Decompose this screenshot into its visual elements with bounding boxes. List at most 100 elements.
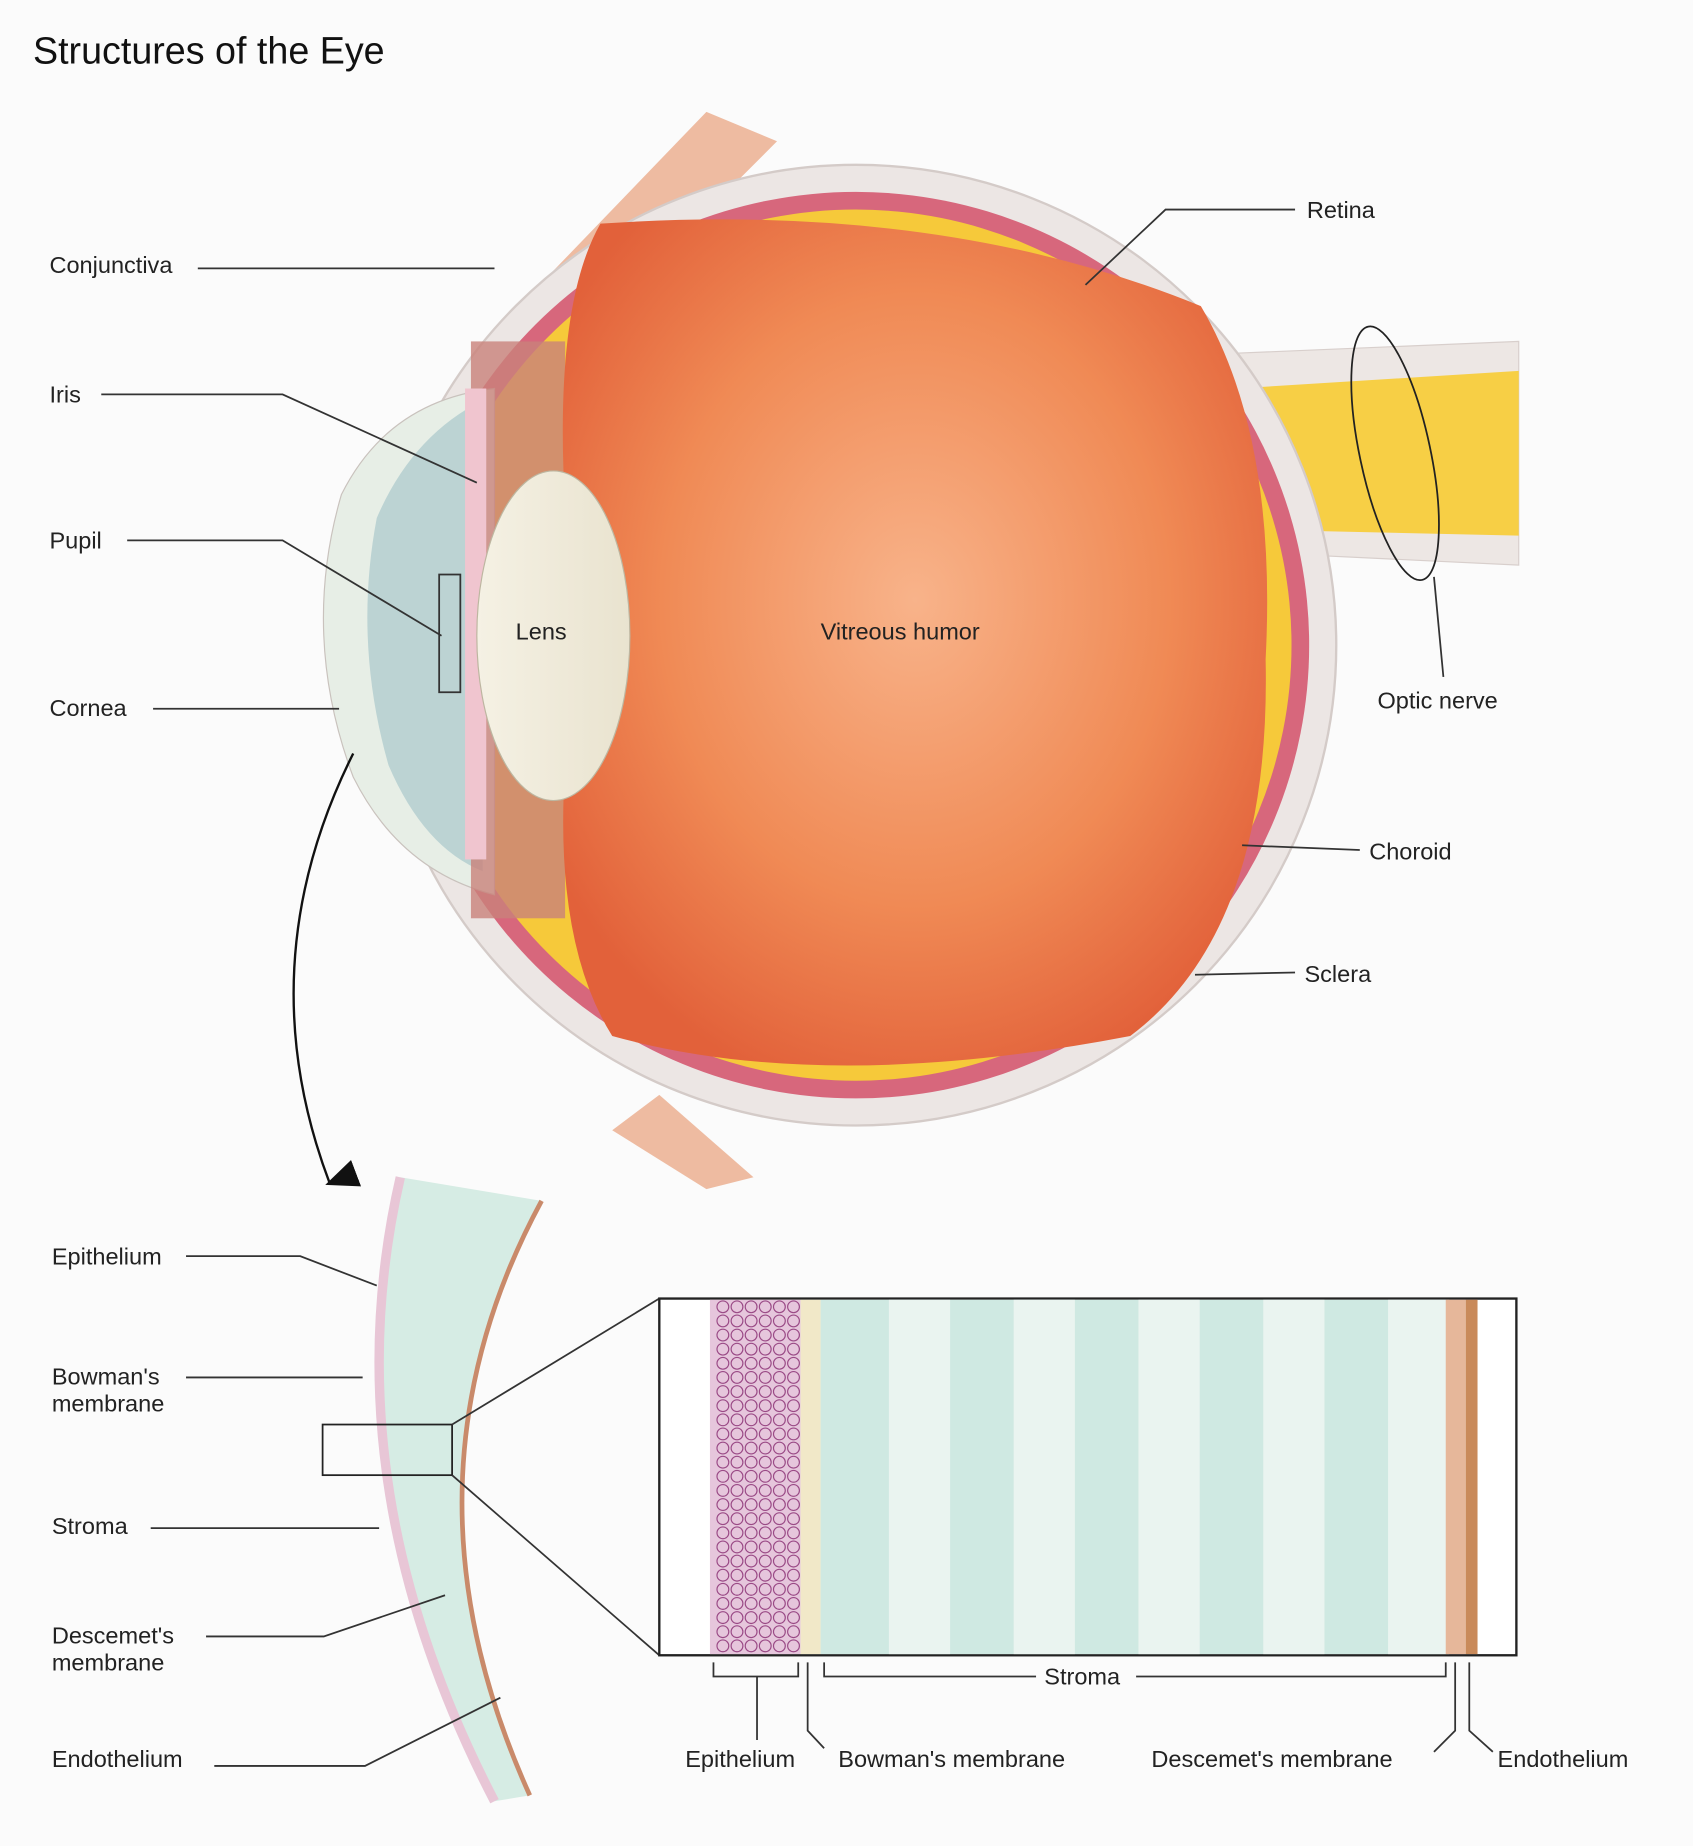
epithelium-cell [730,1455,744,1469]
label-descemets-1: Descemet's [52,1623,174,1649]
epithelium-cell [787,1526,800,1540]
epithelium-cell [744,1342,758,1356]
epithelium-cell [772,1498,786,1512]
epithelium-cell [772,1328,786,1342]
epithelium-cell [758,1483,772,1497]
epithelium-cell [716,1554,730,1568]
epithelium-cell [744,1370,758,1384]
epithelium-cell [758,1568,772,1582]
epithelium-cell [772,1540,786,1554]
stroma-lamella [1013,1299,1075,1655]
epithelium-cell [730,1328,744,1342]
epithelium-cell [744,1413,758,1427]
epithelium-cell [758,1625,772,1639]
epithelium-cell [716,1328,730,1342]
inset-bowmans [800,1299,821,1655]
epithelium-cell [787,1399,800,1413]
epithelium-cell [758,1582,772,1596]
epithelium-cell [787,1540,800,1554]
epithelium-cell [730,1342,744,1356]
epithelium-cell [744,1611,758,1625]
epithelium-cell [787,1314,800,1328]
epithelium-cell [716,1512,730,1526]
epithelium-cell [730,1582,744,1596]
label-bowmans-2: membrane [52,1391,164,1417]
epithelium-cell [716,1568,730,1582]
epithelium-cell [716,1469,730,1483]
zoom-box [321,1423,453,1477]
epithelium-cell [772,1582,786,1596]
epithelium-cell [758,1385,772,1399]
epithelium-cell [716,1413,730,1427]
epithelium-cell [787,1300,800,1314]
epithelium-cell [744,1455,758,1469]
label-epithelium: Epithelium [52,1243,162,1269]
epithelium-cell [758,1399,772,1413]
inset-label-stroma: Stroma [1044,1664,1121,1690]
epithelium-cell [730,1625,744,1639]
epithelium-cell [787,1625,800,1639]
epithelium-cell [758,1441,772,1455]
epithelium-cell [744,1385,758,1399]
epithelium-cell [730,1540,744,1554]
epithelium-cell [716,1639,730,1653]
epithelium-cell [772,1441,786,1455]
epithelium-cell [758,1455,772,1469]
epithelium-cell [744,1498,758,1512]
epithelium-cell [716,1427,730,1441]
label-vitreous-humor: Vitreous humor [821,618,980,644]
epithelium-cell [744,1597,758,1610]
epithelium-cell [744,1512,758,1526]
epithelium-cell [730,1385,744,1399]
inset-label-bowmans: Bowman's membrane [838,1746,1065,1772]
epithelium-cell [730,1427,744,1441]
epithelium-cell [772,1639,786,1653]
epithelium-cell [758,1328,772,1342]
inset-label-descemets: Descemet's membrane [1151,1746,1392,1772]
cornea-epithelium [374,1176,499,1804]
epithelium-cell [787,1455,800,1469]
label-descemets-2: membrane [52,1650,164,1676]
eyeball: Lens Vitreous humor [322,111,1520,1190]
epithelium-cell [772,1512,786,1526]
epithelium-cell [730,1370,744,1384]
epithelium-cell [772,1314,786,1328]
epithelium-cell [787,1483,800,1497]
epithelium-cell [772,1342,786,1356]
epithelium-cell [772,1370,786,1384]
epithelium-cell [716,1314,730,1328]
aqueous-humor [367,400,483,872]
epithelium-cell [744,1639,758,1653]
epithelium-cell [758,1639,772,1653]
epithelium-cell [716,1356,730,1370]
epithelium-cell [730,1554,744,1568]
epithelium-cell [744,1526,758,1540]
cornea-endothelium [459,1199,544,1797]
epithelium-cell [716,1300,730,1314]
epithelium-cell [744,1427,758,1441]
epithelium-cell [730,1611,744,1625]
label-choroid: Choroid [1369,838,1451,864]
label-sclera: Sclera [1304,961,1372,987]
epithelium-cell [787,1611,800,1625]
epithelium-cell [716,1611,730,1625]
epithelium-cell [758,1342,772,1356]
epithelium-cell [716,1498,730,1512]
stroma-lamella [888,1299,951,1655]
epithelium-cell [758,1427,772,1441]
epithelium-cell [716,1582,730,1596]
epithelium-cell [787,1498,800,1512]
epithelium-cell [787,1441,800,1455]
epithelium-cell [772,1568,786,1582]
epithelium-cell [730,1568,744,1582]
epithelium-cell [758,1413,772,1427]
stroma-lamella [1388,1299,1450,1655]
epithelium-cell [730,1498,744,1512]
epithelium-cell [772,1597,786,1610]
inset-label-epithelium: Epithelium [685,1746,795,1772]
epithelium-cell [772,1611,786,1625]
epithelium-cell [787,1413,800,1427]
epithelium-cell [787,1568,800,1582]
